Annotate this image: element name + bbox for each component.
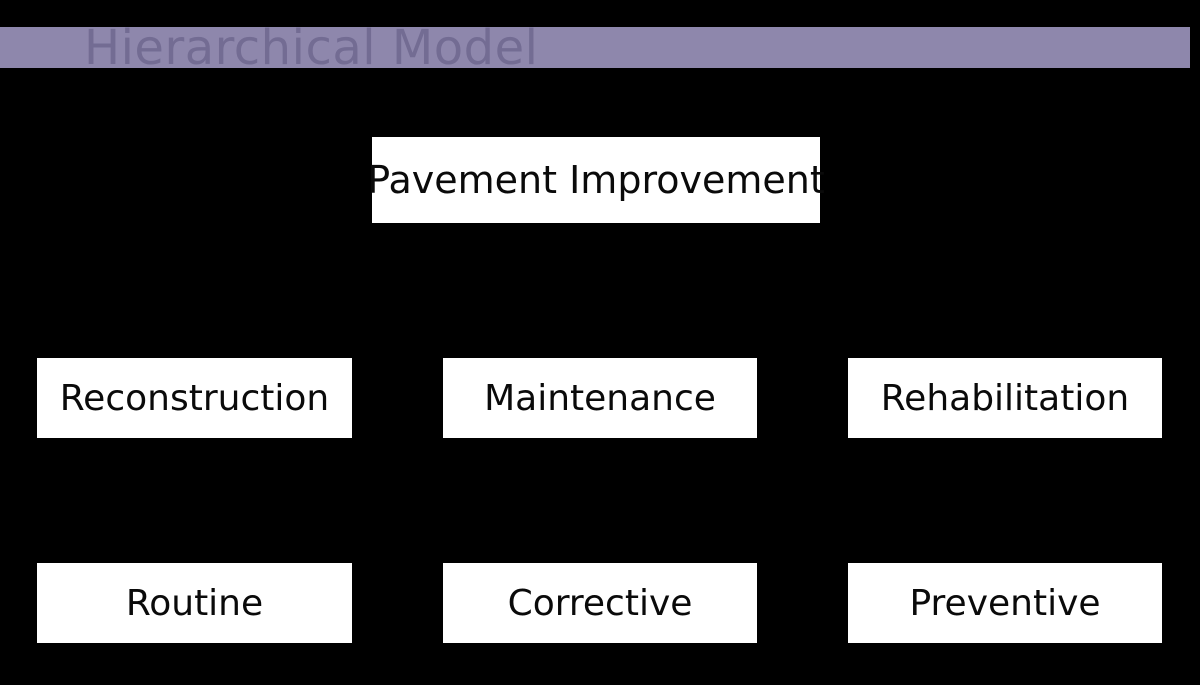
diagram-title: Hierarchical Model <box>84 27 539 68</box>
node-reconstruction: Reconstruction <box>37 358 352 438</box>
title-bar: Hierarchical Model <box>0 27 1190 68</box>
node-preventive: Preventive <box>848 563 1162 643</box>
node-label: Corrective <box>507 582 693 624</box>
node-label: Pavement Improvement <box>367 158 825 202</box>
node-label: Rehabilitation <box>880 377 1130 419</box>
node-pavement-improvement: Pavement Improvement <box>367 137 825 223</box>
node-label: Preventive <box>909 582 1101 624</box>
node-maintenance: Maintenance <box>443 358 757 438</box>
node-routine: Routine <box>37 563 352 643</box>
node-corrective: Corrective <box>443 563 757 643</box>
node-label: Routine <box>125 582 264 624</box>
node-label: Maintenance <box>484 377 716 419</box>
node-rehabilitation: Rehabilitation <box>848 358 1162 438</box>
node-label: Reconstruction <box>59 377 330 419</box>
